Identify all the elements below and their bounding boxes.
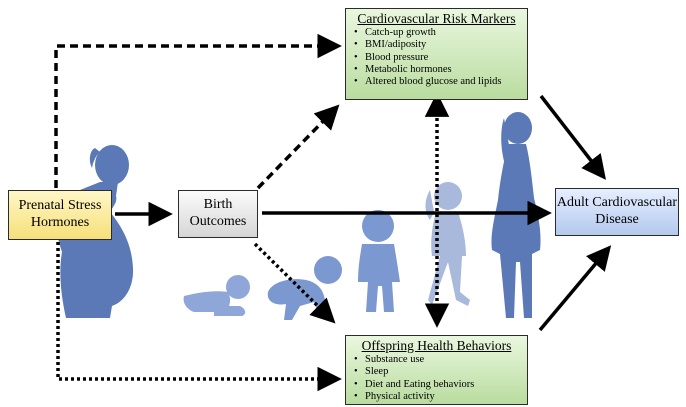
list-item: Physical activity	[354, 391, 521, 404]
birth-outcomes-box: Birth Outcomes	[178, 190, 258, 238]
arrow-behaviors-to-adult	[538, 245, 612, 332]
crawling-baby-silhouette	[267, 256, 342, 320]
offspring-health-behaviors-title: Offspring Health Behaviors	[361, 338, 512, 353]
prenatal-stress-line-2: Hormones	[30, 215, 90, 230]
birth-outcomes-line-1: Birth	[203, 197, 233, 213]
list-item: Metabolic hormones	[354, 64, 521, 77]
prenatal-stress-hormones-box: Prenatal Stress Hormones	[8, 190, 112, 240]
list-item: Catch-up growth	[354, 27, 521, 40]
offspring-health-behaviors-list: Substance use Sleep Diet and Eating beha…	[352, 354, 521, 403]
list-item: Sleep	[354, 366, 521, 379]
adult-cvd-line-1: Adult Cardiovascular	[556, 195, 678, 211]
arrow-prenatal-to-behaviors	[56, 242, 342, 392]
cardiovascular-risk-markers-list: Catch-up growth BMI/adiposity Blood pres…	[352, 27, 521, 89]
prenatal-stress-line-1: Prenatal Stress	[18, 198, 102, 214]
arrow-birth-to-behaviors	[253, 242, 336, 324]
young-woman-silhouette	[491, 112, 541, 318]
list-item: Substance use	[354, 354, 521, 367]
arrow-cvrisk-to-adult	[539, 94, 607, 180]
list-item: Altered blood glucose and lipids	[354, 76, 521, 89]
list-item: Diet and Eating behaviors	[354, 379, 521, 392]
adult-cvd-line-2: Disease	[595, 212, 639, 227]
adult-cardiovascular-disease-box: Adult Cardiovascular Disease	[555, 188, 679, 236]
cardiovascular-risk-markers-title: Cardiovascular Risk Markers	[357, 11, 516, 26]
list-item: BMI/adiposity	[354, 39, 521, 52]
arrow-birth-to-cvrisk	[256, 104, 340, 190]
toddler-silhouette	[358, 210, 400, 312]
arrow-prenatal-to-cvrisk	[54, 33, 342, 188]
offspring-health-behaviors-box: Offspring Health Behaviors Substance use…	[345, 335, 528, 405]
lying-baby-silhouette	[183, 275, 250, 316]
cardiovascular-risk-markers-box: Cardiovascular Risk Markers Catch-up gro…	[345, 8, 528, 100]
birth-outcomes-line-2: Outcomes	[189, 214, 247, 229]
list-item: Blood pressure	[354, 52, 521, 65]
